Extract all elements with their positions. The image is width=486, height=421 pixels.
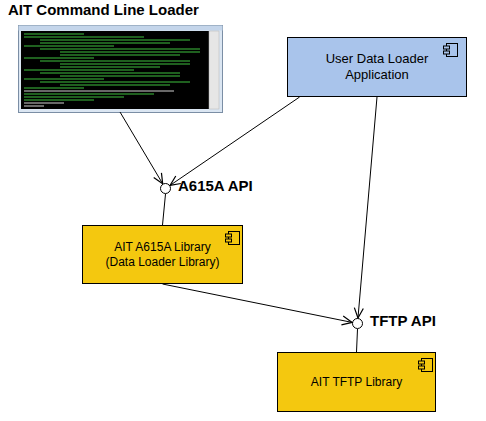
icon-tab [226, 234, 232, 237]
component-icon [419, 359, 433, 372]
component-name: AIT TFTP Library [311, 375, 402, 389]
component-box: User Data Loader Application [287, 37, 467, 97]
component-name: User Data Loader Application [307, 51, 447, 82]
screenshot-node: AIT Command Line Loader [18, 25, 222, 112]
component-name: AIT A615A Library (Data Loader Library) [101, 240, 225, 269]
terminal-screen [21, 31, 209, 109]
interface-stem [357, 329, 358, 352]
component-icon [226, 232, 240, 245]
icon-tab [444, 51, 450, 54]
dependency-arrow [163, 284, 353, 322]
interface-lollipop: A615A API [160, 183, 171, 194]
interface-circle [353, 319, 363, 329]
interface-lollipop: TFTP API [352, 318, 363, 329]
component-box: AIT A615A Library (Data Loader Library) [82, 225, 243, 284]
node-heading: TFTP API [370, 312, 436, 330]
node-heading: AIT Command Line Loader [8, 1, 199, 19]
terminal-text-lines [24, 91, 174, 106]
icon-tab [444, 46, 450, 49]
icon-body [447, 44, 458, 57]
terminal-screenshot [19, 26, 223, 113]
window-scrollbar [209, 31, 219, 109]
component-icon [444, 44, 458, 57]
component-box: AIT TFTP Library [277, 352, 436, 412]
dependency-arrow [120, 112, 163, 184]
interface-circle [160, 183, 171, 194]
dependency-arrow [170, 97, 300, 185]
interface-circle [161, 184, 171, 194]
node-heading: A615A API [178, 177, 253, 195]
interface-circle [352, 318, 363, 329]
icon-tab [419, 366, 425, 369]
dependency-arrow [358, 97, 377, 318]
icon-tab [226, 239, 232, 242]
icon-body [229, 232, 240, 245]
interface-stem [163, 194, 166, 225]
connector-layer [120, 97, 377, 352]
icon-body [422, 359, 433, 372]
window-titlebar [19, 26, 223, 31]
icon-tab [419, 361, 425, 364]
terminal-text-lines [24, 34, 200, 100]
window-frame [19, 26, 223, 113]
